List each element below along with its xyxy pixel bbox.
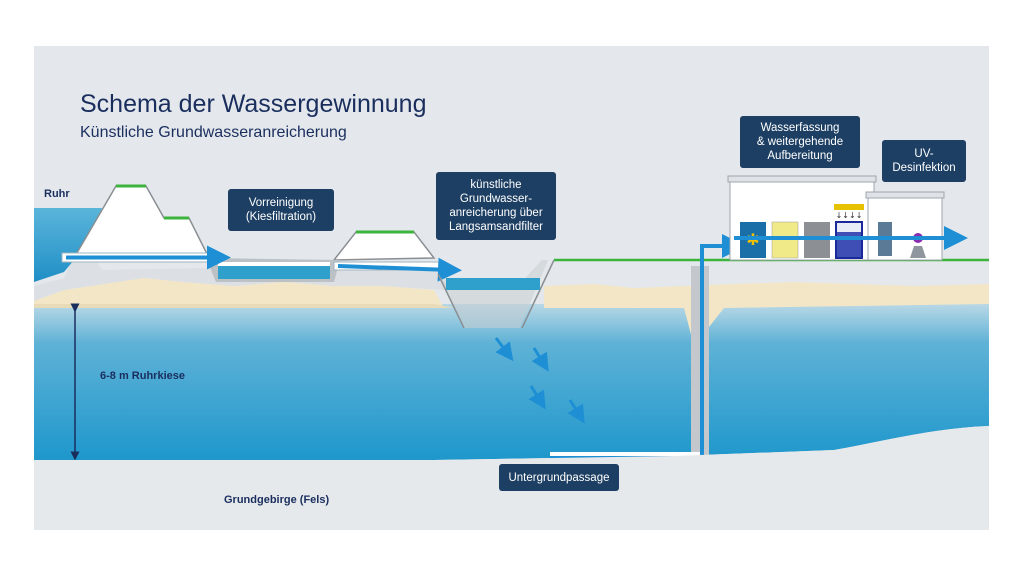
page-title: Schema der Wassergewinnung: [80, 90, 427, 118]
embankment-1: [72, 185, 211, 259]
sand-layer-lens: [34, 304, 454, 308]
wasserfassung-box: Wasserfassung & weitergehende Aufbereitu…: [740, 116, 860, 168]
well-riser: [700, 234, 746, 470]
treatment-roof: [727, 175, 877, 183]
embankment-2: [332, 231, 436, 261]
untergrund-box: Untergrundpassage: [499, 464, 619, 491]
infiltration-arrows: [494, 337, 585, 424]
sand-layer-right: [544, 282, 989, 346]
dosing-unit: [834, 204, 864, 210]
page-subtitle: Künstliche Grundwasseranreicherung: [80, 124, 347, 141]
groundwater-layer: [34, 304, 989, 460]
grundgebirge-label: Grundgebirge (Fels): [224, 494, 330, 506]
uv-roof: [865, 191, 945, 199]
vorreinigung-box: Vorreinigung (Kiesfiltration): [228, 189, 334, 231]
ruhrkiese-label: 6-8 m Ruhrkiese: [100, 370, 185, 382]
svg-text:↓↓↓↓: ↓↓↓↓: [836, 211, 863, 220]
diagram-slide: ✱ ↓↓↓↓ Schema der Wassergewinnung Künstl…: [34, 46, 989, 530]
sand-layer: [34, 278, 444, 308]
ruhr-river: [34, 208, 102, 282]
filter-water: [446, 278, 540, 290]
uv-box: UV- Desinfektion: [882, 140, 966, 182]
slow-sand-filter: [438, 260, 548, 328]
anreicherung-box: künstliche Grundwasser- anreicherung übe…: [436, 172, 556, 240]
ruhr-label: Ruhr: [44, 188, 70, 200]
prefilter-water: [218, 265, 330, 279]
prefilter-gravel: [218, 262, 330, 266]
